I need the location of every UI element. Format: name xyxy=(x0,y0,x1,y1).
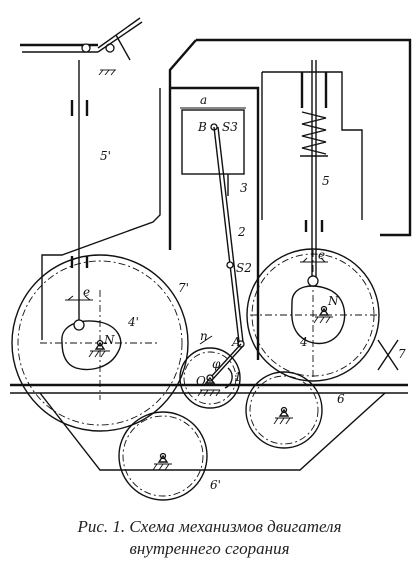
label-4: 4 xyxy=(299,335,308,349)
label-A: A xyxy=(231,335,241,349)
figure-caption: Рис. 1. Схема механизмов двигателя внутр… xyxy=(0,516,419,560)
label-e-left: e xyxy=(83,285,90,299)
label-6: 6 xyxy=(337,392,345,406)
label-1: 1 xyxy=(234,370,242,384)
label-a: a xyxy=(200,93,207,107)
label-N-left: N xyxy=(103,333,115,347)
caption-line-1: Рис. 1. Схема механизмов двигателя xyxy=(77,517,342,536)
cylinder: a xyxy=(168,86,260,360)
engine-mechanism-diagram: a B S3 3 2 S2 A n O φ 1 xyxy=(10,17,412,501)
gear-6: 6 xyxy=(245,371,345,449)
gear-right: e N 4 7 xyxy=(246,248,406,382)
gear-6-prime: 6' xyxy=(118,411,221,501)
label-S2: S2 xyxy=(236,261,252,275)
label-2: 2 xyxy=(237,225,246,239)
label-O: O xyxy=(196,374,206,388)
label-phi: φ xyxy=(212,357,221,371)
label-7-prime: 7' xyxy=(178,281,189,295)
label-5: 5 xyxy=(322,174,330,188)
label-3: 3 xyxy=(240,181,248,195)
left-pushrod: 5' xyxy=(70,17,143,320)
right-valve: 5 xyxy=(300,60,330,280)
label-4-prime: 4' xyxy=(127,315,139,329)
label-n1: n xyxy=(200,329,208,343)
connecting-rod: 2 S2 A xyxy=(213,126,252,349)
caption-line-2: внутреннего сгорания xyxy=(129,539,290,558)
gear-7-prime: e 7' 4' N xyxy=(11,60,189,432)
label-6-prime: 6' xyxy=(210,478,221,492)
label-S3: S3 xyxy=(222,120,238,134)
label-e-right: e xyxy=(318,248,325,262)
label-7: 7 xyxy=(398,347,406,361)
engine-housing xyxy=(10,38,412,471)
piston: B S3 3 xyxy=(181,109,248,196)
label-5-prime: 5' xyxy=(100,149,111,163)
label-B: B xyxy=(197,120,207,134)
label-N-right: N xyxy=(327,294,339,308)
